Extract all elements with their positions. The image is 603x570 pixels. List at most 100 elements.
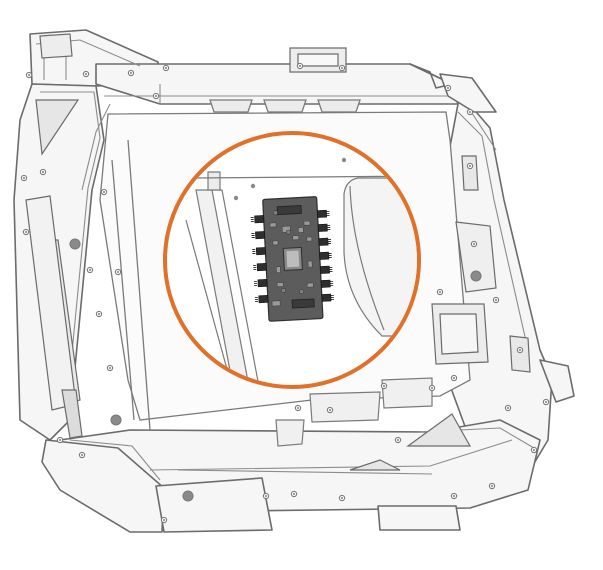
fan-header (254, 215, 265, 224)
screw-center (81, 454, 83, 456)
smd-part (307, 260, 313, 268)
bottom-right-foot (377, 505, 461, 531)
screw-center (109, 367, 111, 369)
fan-header (317, 209, 328, 218)
right-side-details (349, 155, 531, 471)
screw-center (431, 387, 433, 389)
right-small-plate (509, 335, 531, 373)
smd-part (292, 235, 300, 241)
right-handle-upper (439, 73, 497, 113)
fan-hub-board (250, 196, 335, 322)
screw (110, 414, 122, 426)
board-components (269, 210, 314, 307)
right-triangle-lower (406, 413, 472, 447)
right-handle-lower (539, 359, 575, 403)
fan-header (318, 237, 329, 246)
screw-center (469, 111, 471, 113)
left-triangle-cutout (35, 99, 80, 156)
screw-center (495, 299, 497, 301)
fan-header (257, 279, 268, 288)
fan-header (256, 263, 267, 272)
smd-part (306, 282, 314, 288)
screw-center (453, 377, 455, 379)
right-fan-headers (317, 209, 335, 302)
capacitor (299, 289, 305, 294)
screw-center (42, 171, 44, 173)
smd-part (271, 300, 281, 307)
screw-center (545, 401, 547, 403)
fan-header (255, 247, 266, 256)
smd-part (297, 227, 304, 233)
screw-center (297, 407, 299, 409)
screw-center (23, 177, 25, 179)
screw-center (341, 67, 343, 69)
screw-center (28, 74, 30, 76)
left-fan-headers (250, 215, 269, 304)
interior-tab (207, 171, 221, 191)
screw-center (59, 439, 61, 441)
screw-center (533, 449, 535, 451)
screw-center (383, 385, 385, 387)
interior-left-rail (195, 189, 251, 385)
fan-header (320, 279, 331, 288)
screw (69, 238, 81, 250)
fan-header (319, 251, 330, 260)
screw-center (98, 313, 100, 315)
smd-part (306, 236, 313, 242)
board-connector-top (276, 205, 302, 216)
screw-center (85, 73, 87, 75)
screw-center (447, 87, 449, 89)
screw-center (103, 191, 105, 193)
top-tabs (39, 33, 347, 73)
screw-center (265, 495, 267, 497)
screw (182, 490, 194, 502)
screw-center (329, 409, 331, 411)
circle-interior (185, 157, 417, 385)
screw-center (165, 67, 167, 69)
screw-center (491, 485, 493, 487)
screw-center (25, 231, 27, 233)
capacitor (272, 210, 278, 216)
screws (20, 62, 550, 524)
screw-center (163, 519, 165, 521)
tray-bottom-cutouts (275, 377, 433, 447)
fan-header (321, 293, 332, 302)
screw-center (341, 497, 343, 499)
smd-part (276, 282, 284, 288)
screw-center (130, 72, 132, 74)
smd-part (269, 222, 277, 228)
screw-center (469, 165, 471, 167)
left-clip (61, 389, 83, 439)
tray-top-slots (209, 99, 361, 113)
screw-center (397, 439, 399, 441)
screw (470, 270, 482, 282)
screw-center (507, 407, 509, 409)
bottom-left-foot (41, 439, 165, 533)
fan-header (319, 265, 330, 274)
bottom-center-foot (155, 477, 273, 533)
fan-header (255, 231, 266, 240)
fan-header (258, 295, 269, 304)
screw-center (439, 291, 441, 293)
board-connector-bottom (291, 298, 315, 309)
screw-center (117, 271, 119, 273)
screw-center (473, 243, 475, 245)
right-upper-hinge (461, 155, 479, 191)
screw-center (299, 65, 301, 67)
screw-center (453, 495, 455, 497)
left-bracket-details (25, 99, 83, 439)
capacitor (285, 229, 291, 235)
smd-part (272, 240, 279, 246)
interior-cutout (343, 177, 417, 337)
capacitor (281, 288, 286, 293)
smd-part (303, 220, 311, 226)
screw-center (155, 95, 157, 97)
fan-header (317, 223, 328, 232)
interior-screws (233, 157, 347, 201)
screw-center (519, 349, 521, 351)
screw-center (89, 269, 91, 271)
smd-part (275, 266, 281, 274)
screw-center (293, 493, 295, 495)
